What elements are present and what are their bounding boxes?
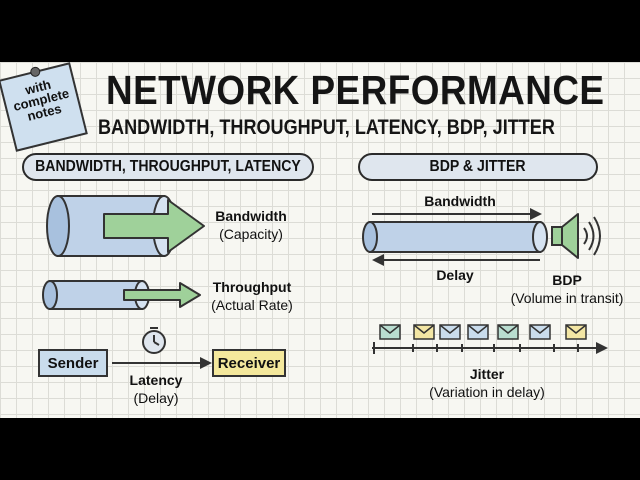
bandwidth-label: Bandwidth (Capacity): [206, 209, 296, 241]
bandwidth-caption: (Capacity): [219, 226, 283, 242]
jitter-title: Jitter: [469, 366, 505, 382]
bandwidth-arrow: [103, 199, 205, 253]
bdp-title: BDP: [552, 272, 582, 288]
page-subtitle: BANDWIDTH, THROUGHPUT, LATENCY, BDP, JIT…: [98, 116, 555, 139]
bdp-label: BDP (Volume in transit): [500, 273, 634, 305]
receiver-box: Receiver: [212, 349, 286, 377]
bdp-delay-label: Delay: [436, 267, 474, 283]
latency-label: Latency (Delay): [116, 373, 196, 405]
right-section-heading: BDP & JITTER: [358, 153, 598, 181]
speaker-icon: [551, 213, 601, 259]
jitter-label: Jitter (Variation in delay): [414, 367, 560, 399]
jitter-timeline: [372, 342, 608, 354]
bandwidth-title: Bandwidth: [215, 208, 287, 224]
envelope-icon: [439, 324, 461, 340]
receiver-label: Receiver: [217, 354, 281, 372]
clock-icon: [142, 327, 166, 354]
throughput-label: Throughput (Actual Rate): [202, 280, 302, 312]
envelope-icon: [565, 324, 587, 340]
letterbox-bottom: [0, 418, 640, 480]
jitter-packets: [379, 324, 587, 340]
latency-title: Latency: [129, 372, 183, 388]
left-section-heading: BANDWIDTH, THROUGHPUT, LATENCY: [22, 153, 314, 181]
sender-box: Sender: [38, 349, 108, 377]
throughput-caption: (Actual Rate): [211, 297, 293, 313]
throughput-pipe: [42, 280, 150, 310]
bdp-pipe: [362, 221, 548, 253]
page-title: NETWORK PERFORMANCE: [106, 67, 605, 113]
latency-caption: (Delay): [133, 390, 179, 406]
envelope-icon: [379, 324, 401, 340]
sender-label: Sender: [47, 354, 99, 372]
envelope-icon: [529, 324, 551, 340]
envelope-icon: [467, 324, 489, 340]
envelope-icon: [497, 324, 519, 340]
bdp-bandwidth-label: Bandwidth: [424, 193, 496, 209]
throughput-title: Throughput: [212, 279, 292, 295]
delay-arrow: [372, 254, 540, 266]
throughput-arrow: [123, 282, 201, 308]
jitter-caption: (Variation in delay): [429, 384, 545, 400]
right-section-heading-label: BDP & JITTER: [430, 158, 526, 175]
envelope-icon: [413, 324, 435, 340]
bandwidth-top-arrow: [372, 208, 542, 220]
latency-arrow: [112, 357, 212, 369]
bdp-caption: (Volume in transit): [510, 290, 624, 306]
left-section-heading-label: BANDWIDTH, THROUGHPUT, LATENCY: [35, 158, 301, 175]
letterbox-top: [0, 0, 640, 62]
